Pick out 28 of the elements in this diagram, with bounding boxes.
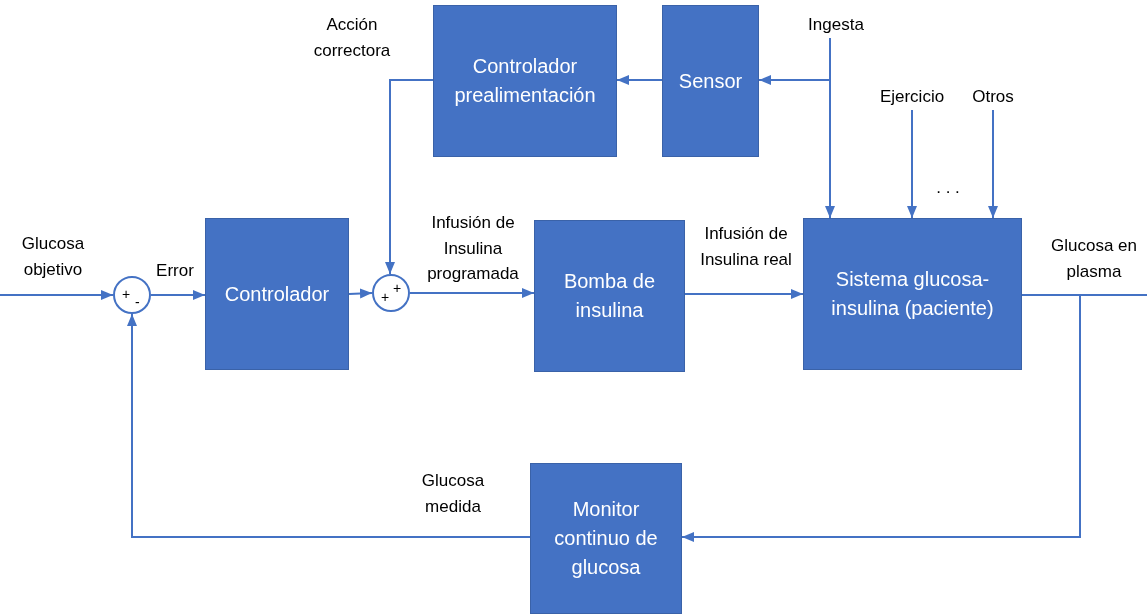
sign-symbol: + — [381, 290, 390, 304]
sign-symbol: + — [393, 281, 402, 295]
sign-symbol: + — [122, 287, 131, 301]
arrow — [348, 288, 373, 299]
process-block: Sistema glucosa-insulina (paciente) — [803, 218, 1022, 370]
input-label: Ejercicio — [868, 84, 956, 110]
arrow — [409, 288, 535, 298]
arrow — [907, 109, 917, 219]
process-block: Bomba de insulina — [534, 220, 685, 372]
process-block: Sensor — [662, 5, 759, 157]
process-block: Controlador prealimentación — [433, 5, 617, 157]
process-block: Controlador — [205, 218, 349, 370]
sign-symbol: - — [135, 295, 140, 309]
arrow — [150, 290, 206, 300]
ellipsis-note: . . . — [936, 178, 960, 198]
process-block: Monitor continuo de glucosa — [530, 463, 682, 614]
arrow — [0, 290, 114, 300]
arrow — [681, 294, 1081, 542]
input-label: Otros — [964, 84, 1022, 110]
arrow — [385, 79, 434, 275]
arrow — [684, 289, 804, 299]
arrow — [127, 313, 531, 538]
summing-junction — [113, 276, 151, 314]
arrow — [825, 37, 835, 219]
arrow — [988, 109, 998, 219]
input-label: Ingesta — [803, 12, 869, 38]
arrow — [616, 75, 663, 85]
summing-junction — [372, 274, 410, 312]
